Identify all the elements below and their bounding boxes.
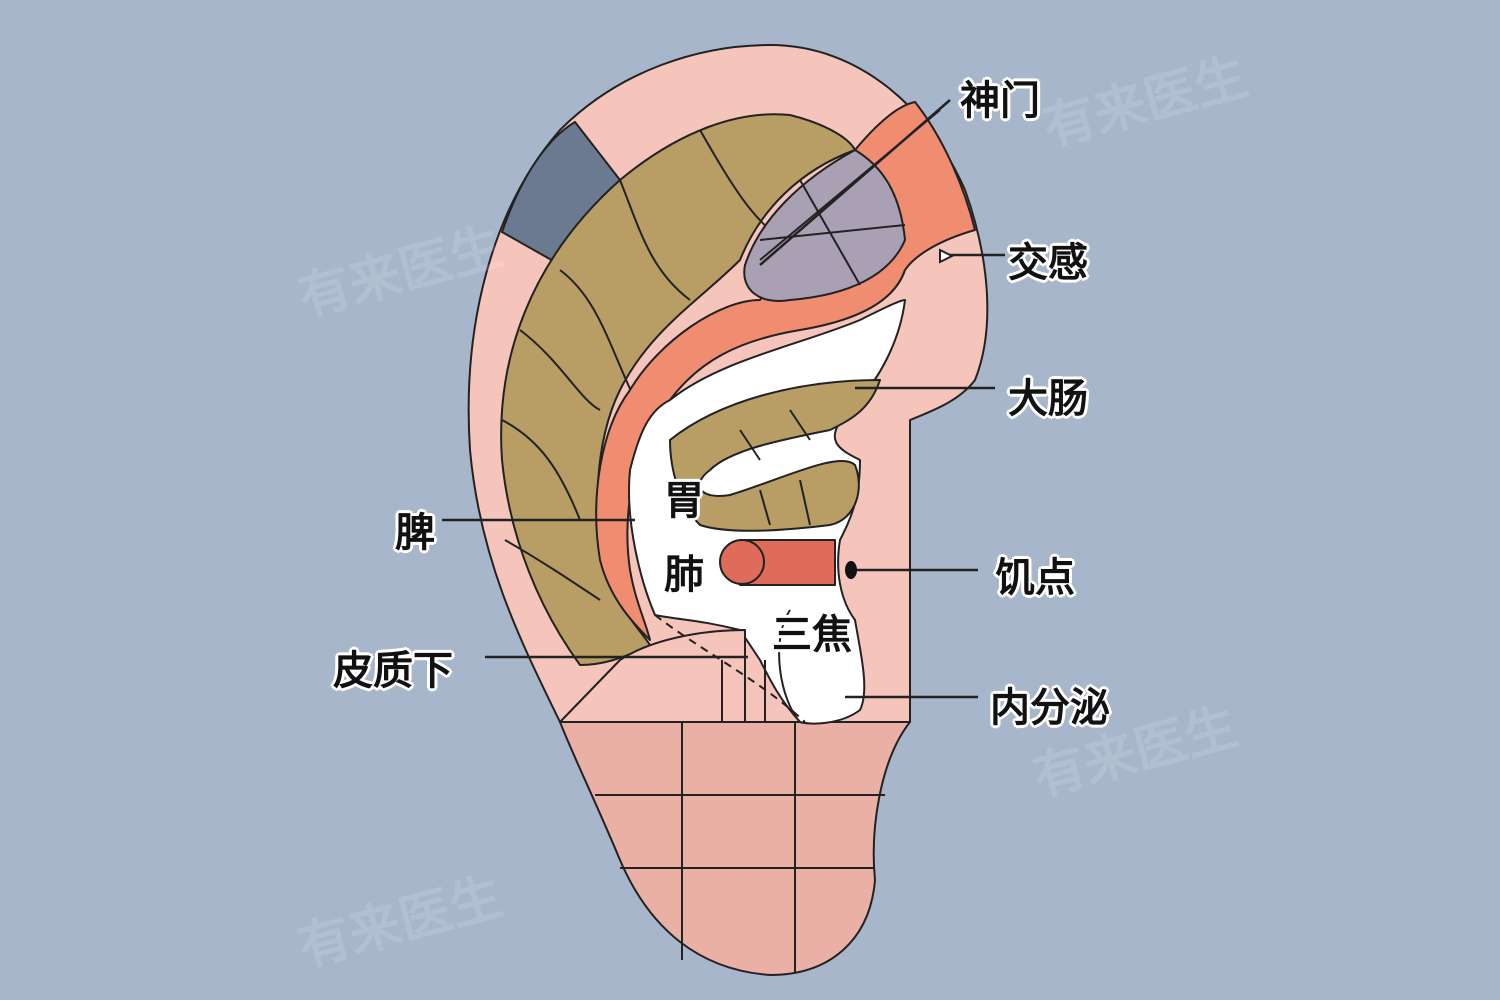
jidian-marker-icon	[845, 561, 857, 579]
ear-lobe	[559, 721, 911, 976]
label-fei: 肺	[664, 552, 704, 598]
label-dachang: 大肠	[1008, 376, 1088, 422]
label-sanjiao: 三焦	[772, 612, 852, 658]
label-pizhixia: 皮质下	[333, 648, 453, 694]
cymba-tan-zone	[669, 379, 881, 532]
label-wei: 胃	[664, 478, 704, 524]
lung-point-cap	[719, 539, 765, 585]
label-shenmen: 神门	[960, 78, 1040, 124]
triangular-fossa-purple	[743, 149, 906, 302]
label-jidian: 饥点	[995, 555, 1075, 601]
label-neifenmi: 内分泌	[990, 685, 1110, 731]
label-pi: 脾	[395, 510, 435, 556]
leader-shenmen	[759, 99, 951, 266]
label-jiaogan: 交感	[1008, 240, 1088, 286]
jiaogan-marker-icon	[939, 248, 955, 264]
